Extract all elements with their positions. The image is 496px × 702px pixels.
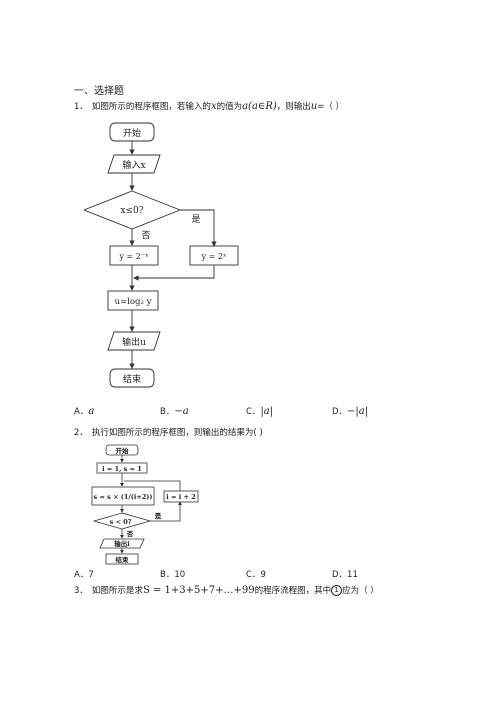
q1-text-c: ，则输出 bbox=[276, 102, 311, 112]
q1-expr: a(a∈R) bbox=[242, 101, 277, 112]
fc1-end-shape bbox=[109, 368, 155, 388]
question-2-stem: 2．执行如图所示的程序框图，则输出的结果为( ) bbox=[74, 426, 263, 438]
flowchart-1: 开始 输入x x≤0? 是 否 y = 2⁻ˣ y = 2ˣ u=log₂ y … bbox=[84, 122, 239, 388]
fc2-no-label: 否 bbox=[126, 530, 134, 538]
question-1-stem: 1．如图所示的程序框图，若输入的x的值为a(a∈R)，则输出u=（ ） bbox=[74, 100, 344, 112]
flowchart-2: 开始 i = 1, s = 1 s = s × (1/(i+2)) i = i … bbox=[91, 444, 199, 565]
fc1-assign-text: u=log₂ y bbox=[115, 297, 152, 307]
q3-text-b: 的程序流程图，其中 bbox=[254, 586, 332, 596]
fc2-step-box bbox=[163, 490, 199, 503]
q2-option-b[interactable]: B．10 bbox=[160, 570, 186, 580]
q1-text-d: =（ ） bbox=[317, 102, 345, 112]
fc2-step-text: i = i + 2 bbox=[166, 493, 195, 501]
fc1-no-label: 否 bbox=[141, 230, 150, 241]
q2-option-a[interactable]: A．7 bbox=[74, 570, 94, 580]
q1-option-a[interactable]: A．a bbox=[74, 406, 95, 417]
fc1-end-text: 结束 bbox=[123, 373, 141, 385]
fc1-input-shape bbox=[107, 154, 161, 174]
fc2-end-text: 结束 bbox=[116, 555, 130, 564]
fc1-start-text: 开始 bbox=[123, 127, 141, 139]
fc1-decision-text: x≤0? bbox=[120, 206, 143, 216]
fc2-assign-box bbox=[91, 486, 155, 506]
q2-text: 执行如图所示的程序框图，则输出的结果为( ) bbox=[91, 428, 263, 438]
q1-option-b[interactable]: B．−a bbox=[160, 406, 189, 417]
q2-option-d[interactable]: D．11 bbox=[332, 570, 358, 580]
fc1-yes-label: 是 bbox=[191, 214, 200, 225]
fc2-end-shape bbox=[105, 553, 139, 565]
fc1-input-text: 输入x bbox=[122, 159, 145, 171]
section-title: 一、选择题 bbox=[74, 86, 124, 97]
fc1-output-text: 输出u bbox=[122, 336, 146, 348]
q1-text-a: 如图所示的程序框图，若输入的 bbox=[91, 102, 211, 112]
question-2-number: 2． bbox=[74, 428, 88, 438]
q1-text-b: 的值为 bbox=[216, 102, 243, 112]
fc1-no-box bbox=[109, 245, 159, 266]
circled-marker: 1 bbox=[331, 585, 343, 596]
fc1-no-branch-text: y = 2⁻ˣ bbox=[118, 252, 148, 261]
fc2-decision-text: s < 0？ bbox=[110, 518, 135, 526]
q1-option-c[interactable]: C．|a| bbox=[246, 406, 274, 417]
question-3-number: 3． bbox=[74, 586, 88, 596]
fc1-yes-branch-text: y = 2ˣ bbox=[201, 252, 227, 261]
fc1-assign-box bbox=[107, 290, 159, 311]
fc2-assign-text: s = s × (1/(i+2)) bbox=[94, 493, 153, 501]
question-1-number: 1． bbox=[74, 102, 88, 112]
q3-expr: S = 1+3+5+7+…+99 bbox=[142, 585, 255, 596]
q1-option-d[interactable]: D．−|a| bbox=[332, 406, 369, 417]
q2-option-c[interactable]: C．9 bbox=[246, 570, 266, 580]
fc2-output-text: 输出i bbox=[114, 539, 130, 548]
q3-text-a: 如图所示是求 bbox=[91, 586, 143, 596]
fc1-output-shape bbox=[107, 331, 161, 351]
q1-var-x: x bbox=[210, 101, 217, 112]
q1-var-u: u bbox=[310, 101, 318, 112]
q3-text-c: 应为（ ） bbox=[342, 586, 379, 596]
fc2-init-text: i = 1, s = 1 bbox=[102, 465, 142, 473]
fc2-output-shape bbox=[99, 538, 145, 549]
fc2-start-text: 开始 bbox=[116, 446, 130, 455]
fc2-yes-label: 是 bbox=[154, 511, 162, 520]
